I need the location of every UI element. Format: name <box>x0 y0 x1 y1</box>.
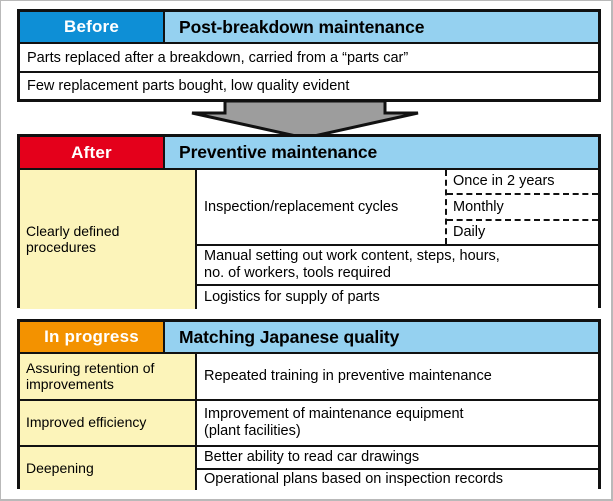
before-title: Post-breakdown maintenance <box>165 12 598 42</box>
in-progress-category-assuring: Assuring retention of improvements <box>26 359 155 392</box>
after-block: After Preventive maintenance Clearly def… <box>17 134 601 309</box>
before-row-2: Few replacement parts bought, low qualit… <box>20 71 598 99</box>
cycles-item-monthly: Monthly <box>447 193 598 218</box>
down-arrow-icon <box>190 99 420 140</box>
in-progress-detail-plans: Operational plans based on inspection re… <box>197 467 598 491</box>
in-progress-detail-column: Repeated training in preventive maintena… <box>197 354 598 490</box>
after-detail-cycles: Inspection/replacement cycles Once in 2 … <box>197 170 598 244</box>
after-detail-manual: Manual setting out work content, steps, … <box>197 244 598 284</box>
in-progress-category-efficiency: Improved efficiency <box>20 399 195 445</box>
in-progress-header-bar: In progress Matching Japanese quality <box>20 322 598 352</box>
after-category-column: Clearly defined procedures <box>20 170 197 309</box>
after-body: Clearly defined procedures Inspection/re… <box>20 168 598 309</box>
after-category-cell: Clearly defined procedures <box>26 222 120 255</box>
before-tag: Before <box>20 12 165 42</box>
in-progress-title: Matching Japanese quality <box>165 322 598 352</box>
after-detail-column: Inspection/replacement cycles Once in 2 … <box>197 170 598 309</box>
in-progress-block: In progress Matching Japanese quality As… <box>17 319 601 490</box>
after-title: Preventive maintenance <box>165 137 598 168</box>
before-block: Before Post-breakdown maintenance Parts … <box>17 9 601 102</box>
after-tag: After <box>20 137 165 168</box>
in-progress-detail-training: Repeated training in preventive maintena… <box>204 368 492 385</box>
before-header-bar: Before Post-breakdown maintenance <box>20 12 598 42</box>
after-header-bar: After Preventive maintenance <box>20 137 598 168</box>
in-progress-detail-equipment: Improvement of maintenance equipment (pl… <box>197 399 598 445</box>
cycles-item-once-in-2-years: Once in 2 years <box>453 173 555 190</box>
before-row-1: Parts replaced after a breakdown, carrie… <box>20 42 598 71</box>
in-progress-detail-drawings: Better ability to read car drawings <box>197 445 598 468</box>
in-progress-body: Assuring retention of improvements Impro… <box>20 352 598 490</box>
in-progress-category-deepening: Deepening <box>20 445 195 490</box>
in-progress-category-column: Assuring retention of improvements Impro… <box>20 354 197 490</box>
after-cycles-list: Once in 2 years Monthly Daily <box>445 170 598 244</box>
in-progress-tag: In progress <box>20 322 165 352</box>
cycles-item-daily: Daily <box>447 218 598 244</box>
after-cycles-label: Inspection/replacement cycles <box>204 198 399 215</box>
after-detail-logistics: Logistics for supply of parts <box>197 284 598 309</box>
